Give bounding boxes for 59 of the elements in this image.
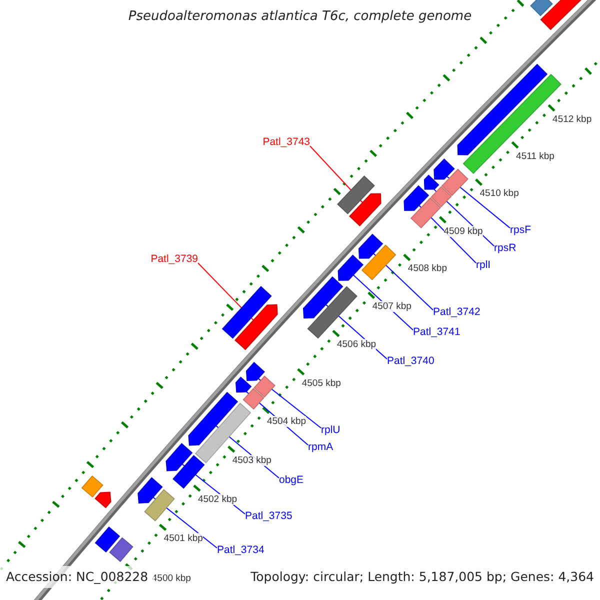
gene-feature <box>138 477 163 504</box>
feature-bar <box>94 526 120 552</box>
scale-label: 4507 kbp <box>372 301 412 312</box>
scale-label: 4509 kbp <box>444 226 483 237</box>
feature-bar <box>172 455 205 489</box>
gene-feature <box>246 362 265 382</box>
feature-bar <box>222 286 272 339</box>
feature-bar <box>109 537 134 562</box>
feature-bar <box>254 376 276 398</box>
gene-feature <box>188 392 238 446</box>
gene-feature <box>424 174 440 190</box>
gene-feature <box>358 234 384 259</box>
map-title: Pseudoalteromonas atlantica T6c, complete genome <box>128 9 472 24</box>
leader-line <box>258 378 322 428</box>
gene-label: Patl_3742 <box>433 306 480 318</box>
gene-label: Patl_3735 <box>245 510 292 522</box>
gene-label: Patl_3740 <box>387 355 434 367</box>
gene-label: rplI <box>476 259 491 271</box>
scale-label: 4505 kbp <box>302 378 341 389</box>
feature-bar <box>430 186 452 208</box>
feature-bar <box>337 175 375 214</box>
scale-label: 4508 kbp <box>408 263 447 274</box>
gene-feature <box>434 158 455 180</box>
gene-feature <box>236 376 252 393</box>
feature-bar <box>81 475 104 498</box>
feature-bar <box>441 168 468 196</box>
scale-label: 4502 kbp <box>198 494 238 506</box>
feature-bar <box>307 286 358 339</box>
gene-label: rpmA <box>308 441 334 453</box>
gene-feature <box>349 193 382 226</box>
gene-label: Patl_3741 <box>413 326 460 338</box>
gene-label: obgE <box>279 474 304 486</box>
gene-feature <box>303 276 344 318</box>
gene-label: Patl_3739 <box>150 253 198 265</box>
gene-feature <box>94 492 112 508</box>
gene-label: Patl_3743 <box>262 136 310 148</box>
gene-feature <box>166 442 193 472</box>
scale-label: 4511 kbp <box>516 150 554 162</box>
gene-feature <box>404 185 430 211</box>
gene-label: Patl_3734 <box>217 544 264 556</box>
accession-text: Accession: NC_008228 <box>0 566 154 588</box>
feature-bar <box>242 388 264 410</box>
feature-bar <box>144 489 175 522</box>
gene-label: rpsF <box>510 224 531 236</box>
scale-label: 4504 kbp <box>266 416 306 428</box>
gene-feature <box>338 254 364 281</box>
scale-label: 4512 kbp <box>552 114 592 125</box>
gene-label: rplU <box>321 424 340 436</box>
scale-label: 4500 kbp <box>152 572 191 584</box>
feature-bar <box>530 0 553 16</box>
feature-bar <box>410 197 442 228</box>
scale-label: 4510 kbp <box>480 188 519 200</box>
gene-feature <box>234 304 278 350</box>
feature-bar <box>194 402 252 464</box>
gene-label: rpsR <box>494 242 516 254</box>
scale-label: 4501 kbp <box>164 533 203 544</box>
scale-label: 4506 kbp <box>336 339 376 350</box>
feature-bar <box>361 244 396 280</box>
scale-label: 4503 kbp <box>232 455 272 466</box>
